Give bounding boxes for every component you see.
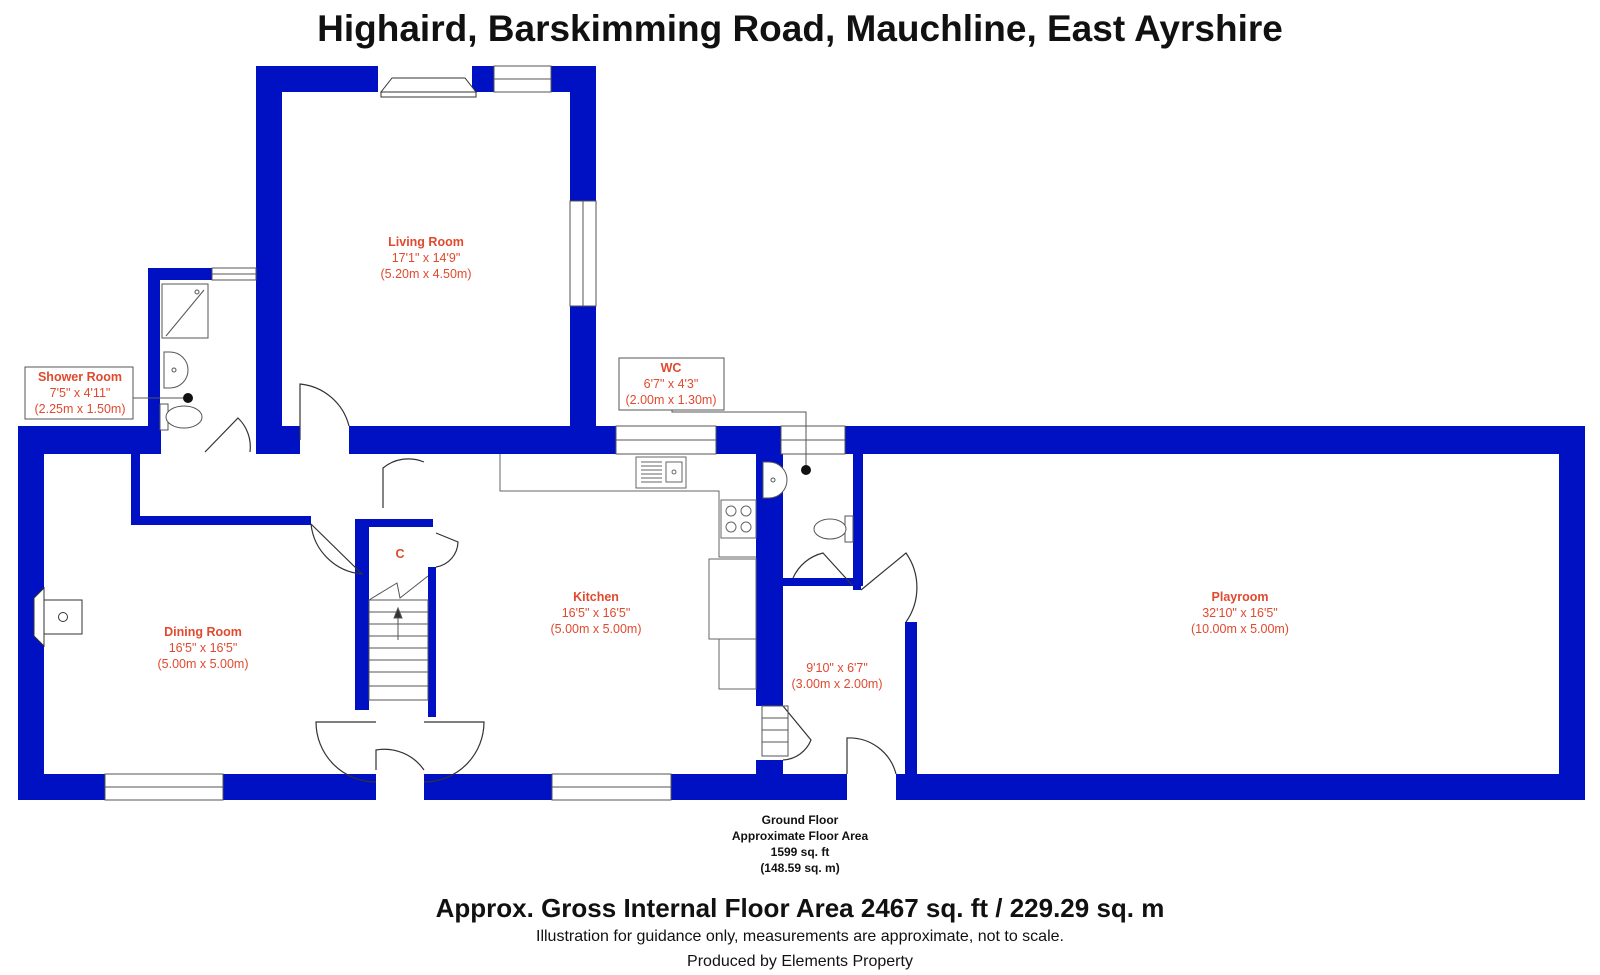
wc-name: WC	[661, 361, 682, 375]
kitchen-metric: (5.00m x 5.00m)	[550, 622, 641, 636]
floor-name: Ground Floor	[761, 813, 839, 827]
wall-south-5	[896, 774, 1585, 800]
door-hall-south	[846, 737, 897, 775]
label-leaders	[24, 357, 807, 470]
wall-stair-left	[355, 519, 369, 710]
dining-room-metric: (5.00m x 5.00m)	[157, 657, 248, 671]
shower-toilet-icon	[165, 405, 203, 429]
shower-label-box	[24, 366, 134, 420]
living-room-name: Living Room	[388, 235, 464, 249]
disclaimer: Illustration for guidance only, measurem…	[536, 928, 1064, 945]
fireplace-dining	[33, 586, 45, 648]
dining-room-imperial: 16'5" x 16'5"	[169, 641, 238, 655]
shower-room-metric: (2.25m x 1.50m)	[34, 402, 125, 416]
door-hall-inner	[782, 705, 812, 761]
wall-living-right-upper	[570, 66, 596, 201]
wall-playroom-west	[905, 622, 917, 780]
kitchen-units	[499, 454, 757, 690]
floor-area-caption: Approximate Floor Area	[731, 829, 869, 843]
wall-dining-corridor-h	[131, 516, 311, 525]
living-room-metric: (5.20m x 4.50m)	[380, 267, 471, 281]
wall-shower-top	[148, 268, 212, 280]
shower-room-imperial: 7'5" x 4'11"	[50, 386, 111, 400]
hob-icon	[720, 499, 757, 539]
wall-stair-top	[355, 519, 433, 527]
wall-east	[1559, 426, 1585, 800]
wall-kitchen-hall-lower	[756, 760, 783, 780]
sanitary	[159, 283, 854, 543]
doors	[204, 383, 918, 783]
shower-label-marker	[183, 393, 193, 403]
playroom-metric: (10.00m x 5.00m)	[1191, 622, 1289, 636]
windows	[104, 65, 846, 801]
wall-north-right	[845, 426, 1585, 454]
fireplace-living	[379, 77, 478, 93]
wall-stair-right	[428, 567, 436, 717]
wc-imperial: 6'7" x 4'3"	[644, 377, 699, 391]
door-wc	[792, 552, 854, 587]
wc-toilet-icon	[813, 518, 847, 540]
worktop-north	[499, 454, 756, 558]
dining-room-name: Dining Room	[164, 625, 242, 639]
staircase	[368, 599, 429, 701]
wall-north-mid	[349, 426, 616, 454]
door-shower	[204, 417, 251, 453]
cupboard-label: C	[395, 547, 404, 561]
floor-area-sqft: 1599 sq. ft	[770, 845, 830, 859]
walls	[18, 66, 1585, 800]
floor-area-label: Ground Floor Approximate Floor Area 1599…	[700, 812, 900, 876]
shower-room-name: Shower Room	[38, 370, 122, 384]
wall-wc-right	[853, 454, 863, 580]
fridge-unit	[718, 638, 757, 690]
door-kitchen-corridor	[382, 458, 425, 508]
living-room-imperial: 17'1" x 14'9"	[392, 251, 461, 265]
wall-playroom-west-upper	[853, 580, 861, 590]
fireplaces	[33, 77, 478, 648]
door-cupboard	[435, 532, 459, 568]
wall-north-living	[256, 426, 300, 454]
staircase-hall	[761, 705, 789, 757]
wall-south-2	[223, 774, 376, 800]
kitchen-name: Kitchen	[573, 590, 619, 604]
hall-metric: (3.00m x 2.00m)	[791, 677, 882, 691]
wall-north-kitchen	[716, 426, 781, 454]
playroom-name: Playroom	[1212, 590, 1269, 604]
shower-tray-icon	[161, 283, 209, 339]
wall-south-1	[18, 774, 105, 800]
wall-dining-corridor-v	[131, 454, 140, 524]
door-living-hall	[299, 383, 350, 440]
producer-credit: Produced by Elements Property	[687, 953, 913, 970]
door-dining-corridor	[310, 523, 364, 575]
wall-wc-bottom	[783, 578, 863, 586]
room-labels: Living Room 17'1" x 14'9" (5.20m x 4.50m…	[34, 235, 1288, 691]
hall-imperial: 9'10" x 6'7"	[806, 661, 868, 675]
wall-south-3	[424, 774, 552, 800]
total-floor-area: Approx. Gross Internal Floor Area 2467 s…	[435, 893, 1165, 923]
door-front-left	[375, 748, 425, 771]
page-title: Highaird, Barskimming Road, Mauchline, E…	[317, 8, 1283, 49]
wall-shower-left	[148, 268, 160, 454]
door-playroom	[860, 552, 918, 623]
wc-metric: (2.00m x 1.30m)	[625, 393, 716, 407]
playroom-imperial: 32'10" x 16'5"	[1202, 606, 1278, 620]
wc-label-marker	[801, 465, 811, 475]
appliance-unit	[708, 558, 757, 640]
door-kitchen-outer	[423, 721, 485, 783]
wall-living-left	[256, 66, 282, 454]
floor-area-sqm: (148.59 sq. m)	[760, 861, 840, 875]
door-dining-outer	[315, 721, 377, 783]
stairs	[368, 575, 789, 757]
kitchen-imperial: 16'5" x 16'5"	[562, 606, 631, 620]
wall-living-top-mid	[472, 66, 494, 92]
